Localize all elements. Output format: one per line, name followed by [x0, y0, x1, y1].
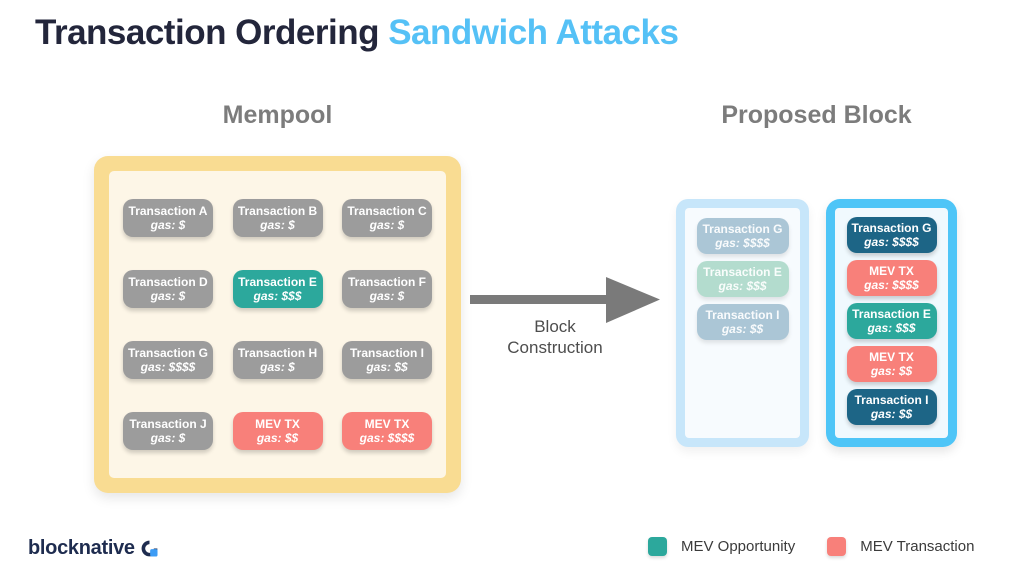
candidate-block-box: Transaction G gas: $$$$ Transaction E ga…: [676, 199, 809, 447]
proposed-block-card-list: Transaction G gas: $$$$ MEV TX gas: $$$$…: [835, 208, 948, 438]
transaction-label: Transaction I: [349, 346, 425, 360]
transaction-gas: gas: $$: [870, 407, 913, 421]
proposed-block-box: Transaction G gas: $$$$ MEV TX gas: $$$$…: [826, 199, 957, 447]
page-title-accent: Sandwich Attacks: [388, 13, 679, 52]
transaction-card: Transaction C gas: $: [342, 199, 432, 237]
transaction-card: Transaction G gas: $$$$: [696, 218, 789, 254]
transaction-card: MEV TX gas: $$$$: [342, 412, 432, 450]
transaction-card: MEV TX gas: $$: [846, 346, 937, 382]
transaction-card: Transaction E gas: $$$: [846, 303, 937, 339]
candidate-block-card-list: Transaction G gas: $$$$ Transaction E ga…: [685, 208, 800, 438]
transaction-gas: gas: $: [260, 360, 295, 374]
transaction-label: Transaction G: [127, 346, 209, 360]
transaction-card: Transaction F gas: $: [342, 270, 432, 308]
block-construction-line2: Construction: [507, 338, 603, 357]
transaction-gas: gas: $$$: [867, 321, 916, 335]
transaction-gas: gas: $$: [870, 364, 913, 378]
legend-swatch-icon: [827, 537, 847, 556]
transaction-gas: gas: $$$$: [864, 235, 919, 249]
transaction-label: MEV TX: [364, 417, 410, 431]
transaction-gas: gas: $$$$: [140, 360, 196, 374]
transaction-label: Transaction G: [702, 222, 783, 236]
transaction-label: Transaction H: [237, 346, 318, 360]
transaction-label: Transaction E: [703, 265, 782, 279]
block-construction-line1: Block: [534, 317, 576, 336]
transaction-label: MEV TX: [869, 350, 914, 364]
transaction-card: Transaction A gas: $: [123, 199, 213, 237]
legend: MEV Opportunity MEV Transaction: [648, 537, 974, 556]
mempool-box: Transaction A gas: $ Transaction B gas: …: [94, 156, 461, 493]
transaction-label: Transaction B: [237, 204, 318, 218]
block-construction-label: Block Construction: [480, 316, 630, 358]
page-title-dark: Transaction Ordering: [35, 13, 389, 52]
transaction-label: MEV TX: [255, 417, 300, 431]
transaction-card: Transaction D gas: $: [123, 270, 213, 308]
transaction-card: Transaction G gas: $$$$: [123, 341, 213, 379]
transaction-card: Transaction J gas: $: [123, 412, 213, 450]
transaction-gas: gas: $: [150, 218, 186, 232]
legend-label: MEV Transaction: [860, 538, 975, 555]
transaction-label: Transaction E: [238, 275, 317, 289]
page-title: Transaction Ordering Sandwich Attacks: [35, 13, 679, 53]
transaction-card: MEV TX gas: $$: [232, 412, 323, 450]
transaction-gas: gas: $$: [366, 360, 408, 374]
transaction-label: Transaction I: [705, 308, 780, 322]
transaction-card: MEV TX gas: $$$$: [846, 260, 937, 296]
transaction-label: Transaction F: [347, 275, 427, 289]
blocknative-logo: blocknative: [28, 537, 159, 560]
transaction-gas: gas: $$$$: [864, 278, 919, 292]
legend-swatch-icon: [648, 537, 667, 556]
transaction-card: Transaction B gas: $: [232, 199, 323, 237]
transaction-label: Transaction E: [852, 307, 931, 321]
proposed-block-heading: Proposed Block: [721, 101, 912, 129]
transaction-gas: gas: $$$: [253, 289, 302, 303]
transaction-label: Transaction G: [851, 221, 932, 235]
legend-item: MEV Transaction: [827, 537, 974, 556]
transaction-card: Transaction E gas: $$$: [232, 270, 323, 308]
transaction-gas: gas: $$$$: [359, 431, 415, 445]
transaction-card: Transaction E gas: $$$: [696, 261, 789, 297]
transaction-gas: gas: $: [150, 431, 186, 445]
transaction-label: Transaction D: [128, 275, 208, 289]
transaction-label: Transaction J: [129, 417, 207, 431]
block-construction-arrow-icon: [470, 277, 660, 323]
transaction-card: Transaction I gas: $$: [846, 389, 937, 425]
transaction-gas: gas: $: [150, 289, 186, 303]
transaction-label: MEV TX: [869, 264, 914, 278]
blocknative-logo-icon: [141, 540, 158, 557]
transaction-card: Transaction I gas: $$: [696, 304, 789, 340]
transaction-gas: gas: $: [369, 218, 405, 232]
transaction-label: Transaction C: [347, 204, 427, 218]
transaction-gas: gas: $: [260, 218, 295, 232]
blocknative-logo-text: blocknative: [28, 537, 135, 559]
transaction-gas: gas: $$$$: [715, 236, 770, 250]
legend-label: MEV Opportunity: [681, 538, 796, 555]
transaction-gas: gas: $$$: [718, 279, 767, 293]
legend-item: MEV Opportunity: [648, 537, 795, 556]
transaction-label: Transaction A: [128, 204, 208, 218]
transaction-gas: gas: $: [369, 289, 405, 303]
transaction-card: Transaction I gas: $$: [342, 341, 432, 379]
mempool-heading: Mempool: [222, 101, 333, 129]
transaction-card: Transaction H gas: $: [232, 341, 323, 379]
transaction-gas: gas: $$: [256, 431, 299, 445]
mempool-card-grid: Transaction A gas: $ Transaction B gas: …: [109, 171, 446, 478]
transaction-card: Transaction G gas: $$$$: [846, 217, 937, 253]
transaction-label: Transaction I: [854, 393, 929, 407]
transaction-gas: gas: $$: [721, 322, 764, 336]
